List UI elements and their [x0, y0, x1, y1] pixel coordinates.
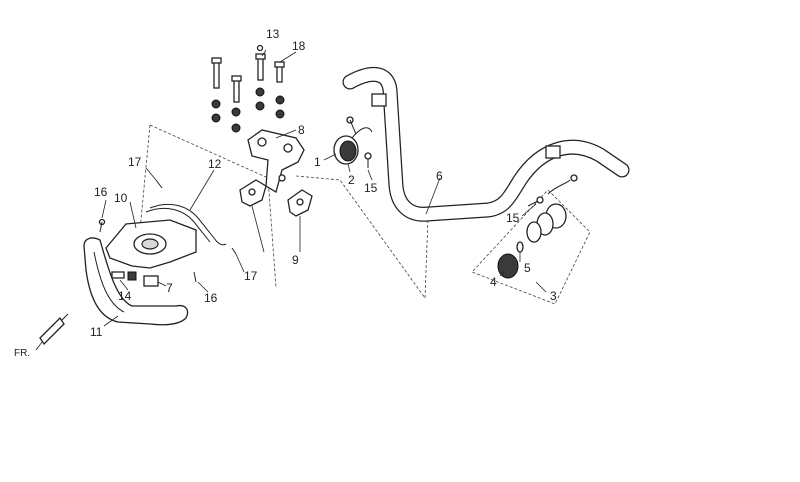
lower-clamps	[239, 179, 313, 217]
screw-14	[111, 271, 125, 279]
handlebar-clamp-right	[545, 145, 561, 159]
callout-leaders	[35, 49, 547, 351]
callout-15-left: 15	[364, 181, 378, 195]
handlebar-cover	[83, 237, 189, 326]
callout-16-bottom: 16	[204, 291, 218, 305]
direction-label: FR.	[14, 348, 30, 359]
callout-10: 10	[114, 191, 128, 205]
callout-17-bottom: 17	[244, 269, 258, 283]
callout-9: 9	[292, 253, 299, 267]
callout-4: 4	[490, 275, 497, 289]
switch-cap-4	[497, 253, 519, 279]
handlebar	[342, 67, 630, 222]
callout-13: 13	[266, 27, 280, 41]
bolts-and-washers	[211, 44, 285, 133]
callout-7: 7	[166, 281, 173, 295]
right-switch-assembly	[497, 174, 578, 279]
callout-2: 2	[348, 173, 355, 187]
callout-3: 3	[550, 289, 557, 303]
callout-17-top: 17	[128, 155, 142, 169]
meter-bracket	[98, 179, 237, 283]
screw-15-left	[364, 152, 372, 160]
callout-1: 1	[314, 155, 321, 169]
screw-15-right	[536, 196, 544, 204]
callout-15-right: 15	[506, 211, 520, 225]
small-fasteners	[111, 271, 159, 287]
callout-12: 12	[208, 157, 222, 171]
assembly-guide-lines	[139, 124, 591, 305]
front-direction-arrow	[39, 313, 69, 346]
callout-18: 18	[292, 39, 306, 53]
screw-5	[516, 241, 524, 253]
callout-14: 14	[118, 289, 132, 303]
handlebar-clamp-left	[371, 93, 387, 107]
callout-labels: 13 18 8 1 2 15 6 12 17 10 16 9 17 16 7 1…	[14, 27, 557, 359]
callout-6: 6	[436, 169, 443, 183]
callout-5: 5	[524, 261, 531, 275]
callout-8: 8	[298, 123, 305, 137]
grommet-7	[143, 275, 159, 287]
upper-clamp	[247, 129, 305, 193]
left-switch-assembly	[333, 116, 373, 168]
callout-11: 11	[90, 325, 103, 339]
callout-16-top: 16	[94, 185, 108, 199]
